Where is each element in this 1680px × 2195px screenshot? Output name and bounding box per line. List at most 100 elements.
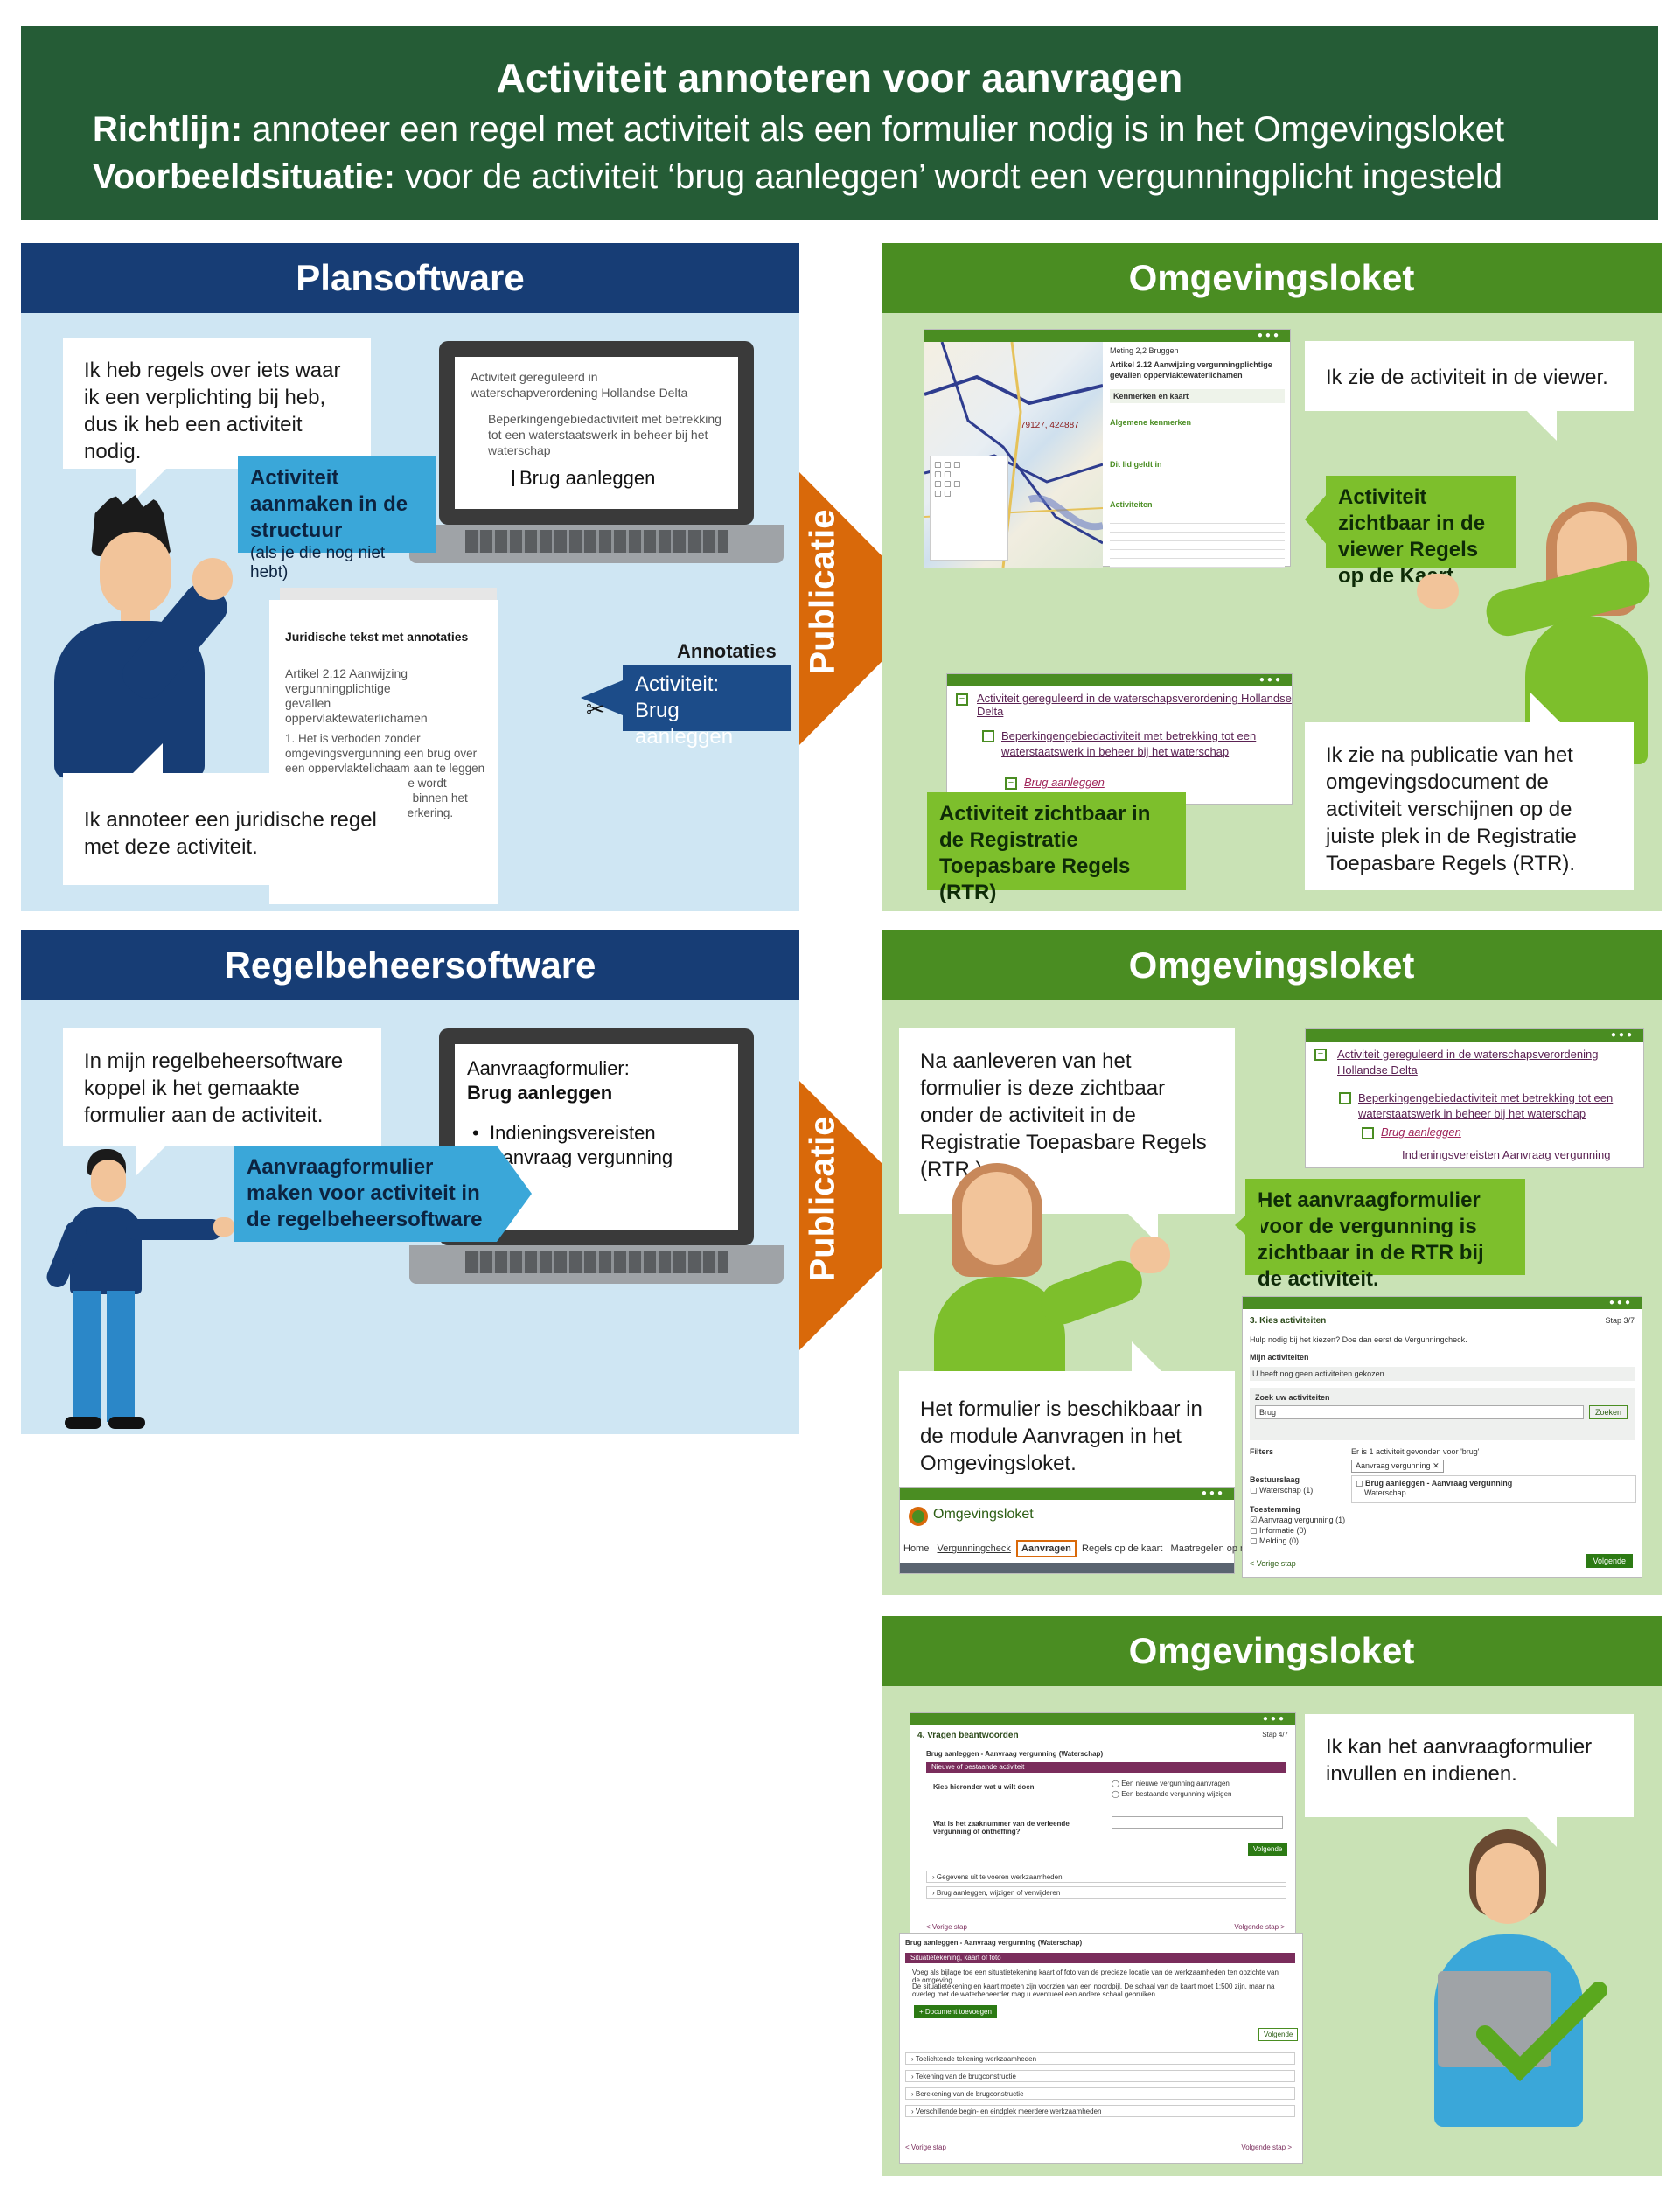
- rtr2-tree-item-3[interactable]: Brug aanleggen: [1381, 1125, 1461, 1139]
- rtr-window-2: ●●● − Activiteit gereguleerd in de water…: [1305, 1028, 1644, 1168]
- collapsed-row-1[interactable]: › Gegevens uit te voeren werkzaamheden: [926, 1871, 1286, 1883]
- rtr2-tree-item-1[interactable]: Activiteit gereguleerd in de waterschaps…: [1337, 1048, 1599, 1077]
- form-next-link[interactable]: Volgende stap >: [1234, 1923, 1285, 1931]
- section-header-2[interactable]: Situatietekening, kaart of foto: [905, 1953, 1295, 1963]
- activities-window: ●●● 3. Kies activiteiten Stap 3/7 Hulp n…: [1242, 1296, 1642, 1578]
- omgevingsloket-panel-3: Omgevingsloket ●●● 4. Vragen beantwoorde…: [882, 1616, 1662, 2176]
- map-coordinates: 79127, 424887: [1021, 421, 1079, 430]
- rtr-tree-item-1[interactable]: Activiteit gereguleerd in de waterschaps…: [977, 692, 1292, 718]
- rtr-window-1: ●●● − Activiteit gereguleerd in de water…: [946, 673, 1293, 805]
- regelbeheer-bubble: In mijn regelbeheersoftware koppel ik he…: [63, 1028, 381, 1175]
- row-brugconstructie[interactable]: › Tekening van de brugconstructie: [905, 2070, 1295, 2082]
- form-prev-link[interactable]: < Vorige stap: [926, 1923, 967, 1931]
- rtr2-tree-item-4[interactable]: Indieningsvereisten Aanvraag vergunning: [1402, 1148, 1611, 1161]
- window-dots-icon: ●●●: [1608, 1298, 1633, 1307]
- search-button[interactable]: Zoeken: [1589, 1405, 1628, 1419]
- rtr-tree-item-3[interactable]: Brug aanleggen: [1024, 776, 1105, 789]
- form-sub: Brug aanleggen - Aanvraag vergunning (Wa…: [926, 1750, 1104, 1758]
- radio-option-1[interactable]: ◯ Een nieuwe vergunning aanvragen: [1112, 1780, 1230, 1787]
- radio-option-2[interactable]: ◯ Een bestaande vergunning wijzigen: [1112, 1790, 1232, 1798]
- example-line: Voorbeeldsituatie: voor de activiteit ‘b…: [93, 157, 1502, 197]
- filters-label: Filters: [1250, 1447, 1274, 1456]
- label-activiteit-main: Activiteit aanmaken in de structuur: [250, 466, 408, 542]
- viewer-sidebar: Meting 2,2 Bruggen Artikel 2.12 Aanwijzi…: [1105, 344, 1290, 568]
- map-view[interactable]: 79127, 424887 ▢ ▢ ▢▢ ▢▢ ▢ ▢▢ ▢: [924, 342, 1103, 568]
- label-viewer: Activiteit zichtbaar in de viewer Regels…: [1326, 476, 1516, 588]
- question-1: Kies hieronder wat u wilt doen: [933, 1783, 1035, 1791]
- collapse-icon[interactable]: −: [956, 693, 968, 706]
- mijn-activiteiten: Mijn activiteiten: [1250, 1353, 1309, 1362]
- prev-step-link[interactable]: < Vorige stap: [1250, 1559, 1296, 1568]
- next-button[interactable]: Volgende: [1586, 1554, 1633, 1568]
- no-activities: U heeft nog geen activiteiten gekozen.: [1250, 1367, 1635, 1381]
- nav-regels[interactable]: Regels op de kaart: [1082, 1543, 1163, 1554]
- step-help: Hulp nodig bij het kiezen? Doe dan eerst…: [1250, 1335, 1467, 1344]
- viewer-kaart[interactable]: Kenmerken en kaart: [1110, 389, 1285, 403]
- guideline-text: annoteer een regel met activiteit als ee…: [242, 110, 1505, 149]
- nav-home[interactable]: Home: [903, 1543, 930, 1554]
- form-title: 4. Vragen beantwoorden: [917, 1731, 1019, 1740]
- section-header-1[interactable]: Nieuwe of bestaande activiteit: [926, 1762, 1286, 1773]
- step-title: 3. Kies activiteiten: [1250, 1316, 1327, 1326]
- collapse-icon[interactable]: −: [1362, 1127, 1374, 1139]
- filter-opt-1[interactable]: ☑ Aanvraag vergunning (1): [1250, 1516, 1346, 1524]
- nav-aanvragen[interactable]: Aanvragen: [1016, 1540, 1077, 1557]
- collapse-icon[interactable]: −: [1005, 777, 1017, 790]
- nav-maatregelen[interactable]: Maatregelen op maat: [1170, 1543, 1262, 1554]
- screen-sub-activity-line: Beperkingengebiedactiviteit met betrekki…: [488, 412, 721, 457]
- page-title: Activiteit annoteren voor aanvragen: [496, 55, 1183, 101]
- collapsed-row-2-text: Brug aanleggen, wijzigen of verwijderen: [936, 1889, 1061, 1897]
- form-next-button[interactable]: Volgende: [1248, 1843, 1288, 1856]
- form2-prev-link[interactable]: < Vorige stap: [905, 2143, 946, 2151]
- rtr-tree-item-2[interactable]: Beperkingengebiedactiviteit met betrekki…: [1001, 729, 1257, 758]
- collapse-icon[interactable]: −: [982, 730, 994, 742]
- paragraph-1: Voeg als bijlage toe een situatietekenin…: [912, 1969, 1279, 1984]
- collapse-icon[interactable]: −: [1314, 1049, 1327, 1061]
- annotation-line-1: Activiteit:: [635, 672, 720, 696]
- activity-search-input[interactable]: Brug: [1255, 1405, 1584, 1419]
- question-2: Wat is het zaaknummer van de verleende v…: [933, 1820, 1070, 1836]
- publicatie-label-2: Publicatie: [803, 1116, 842, 1282]
- viewer-act: Activiteiten: [1110, 500, 1153, 509]
- row-verschillende[interactable]: › Verschillende begin- en eindplek meerd…: [905, 2105, 1295, 2117]
- result-card[interactable]: ▢ Brug aanleggen - Aanvraag vergunning W…: [1351, 1475, 1636, 1503]
- map-legend: ▢ ▢ ▢▢ ▢▢ ▢ ▢▢ ▢: [930, 456, 1008, 561]
- form2-next-button[interactable]: Volgende: [1258, 2028, 1299, 2041]
- label-activiteit-aanmaken: Activiteit aanmaken in de structuur (als…: [238, 456, 436, 582]
- example-label: Voorbeeldsituatie:: [93, 157, 395, 196]
- row-tekening[interactable]: › Toelichtende tekening werkzaamheden: [905, 2052, 1295, 2065]
- viewer-header: Meting 2,2 Bruggen: [1110, 346, 1179, 355]
- label-activiteit-sub: (als je die nog niet hebt): [250, 544, 386, 582]
- omgevingsloket-title-3: Omgevingsloket: [882, 1616, 1662, 1686]
- plansoftware-panel: Plansoftware Ik heb regels over iets waa…: [21, 243, 799, 911]
- header-banner: Activiteit annoteren voor aanvragen Rich…: [21, 26, 1658, 220]
- filter-tag[interactable]: Aanvraag vergunning ✕: [1351, 1460, 1444, 1473]
- plansoftware-bubble-2: Ik annoteer een juridische regel met dez…: [63, 743, 408, 885]
- filter-tag-text: Aanvraag vergunning: [1356, 1461, 1431, 1470]
- omgevingsloket-panel-1: Omgevingsloket ●●● 79127, 424887 ▢ ▢ ▢▢ …: [882, 243, 1662, 911]
- filter-opt-2-text: Informatie (0): [1259, 1526, 1307, 1535]
- site-nav: Home Vergunningcheck Aanvragen Regels op…: [903, 1540, 1262, 1557]
- form2-next-link[interactable]: Volgende stap >: [1241, 2143, 1292, 2151]
- window-dots-icon: ●●●: [1258, 675, 1283, 685]
- viewer-window: ●●● 79127, 424887 ▢ ▢ ▢▢ ▢▢ ▢ ▢▢ ▢ Metin…: [924, 329, 1291, 568]
- filter-opt-2[interactable]: ▢ Informatie (0): [1250, 1526, 1307, 1535]
- rtr2-tree-item-2[interactable]: Beperkingengebiedactiviteit met betrekki…: [1358, 1091, 1614, 1120]
- regelbeheer-title: Regelbeheersoftware: [21, 930, 799, 1000]
- filter-opt-3[interactable]: ▢ Melding (0): [1250, 1536, 1300, 1545]
- row-berekening[interactable]: › Berekening van de brugconstructie: [905, 2087, 1295, 2100]
- nav-vergunningcheck[interactable]: Vergunningcheck: [937, 1543, 1011, 1554]
- omgevingsloket-2-bubble-1: Na aanleveren van het formulier is deze …: [899, 1028, 1235, 1244]
- collapsed-row-2[interactable]: › Brug aanleggen, wijzigen of verwijdere…: [926, 1886, 1286, 1899]
- result-count: Er is 1 activiteit gevonden voor 'brug': [1351, 1447, 1480, 1456]
- paragraph-2: De situatietekening en kaart moeten zijn…: [912, 1982, 1275, 1998]
- logo-icon: [909, 1507, 928, 1526]
- collapse-icon[interactable]: −: [1339, 1092, 1351, 1104]
- plansoftware-bubble-1: Ik heb regels over iets waar ik een verp…: [63, 338, 371, 498]
- filter-waterschap[interactable]: ▢ Waterschap (1): [1250, 1486, 1314, 1495]
- row-verschillende-text: Verschillende begin- en eindplek meerder…: [915, 2108, 1102, 2115]
- collapsed-row-1-text: Gegevens uit te voeren werkzaamheden: [936, 1873, 1063, 1881]
- document-add-button[interactable]: + Document toevoegen: [914, 2005, 997, 2018]
- zaaknummer-input[interactable]: [1112, 1816, 1283, 1829]
- form-screen-line-2: Brug aanleggen: [467, 1082, 613, 1104]
